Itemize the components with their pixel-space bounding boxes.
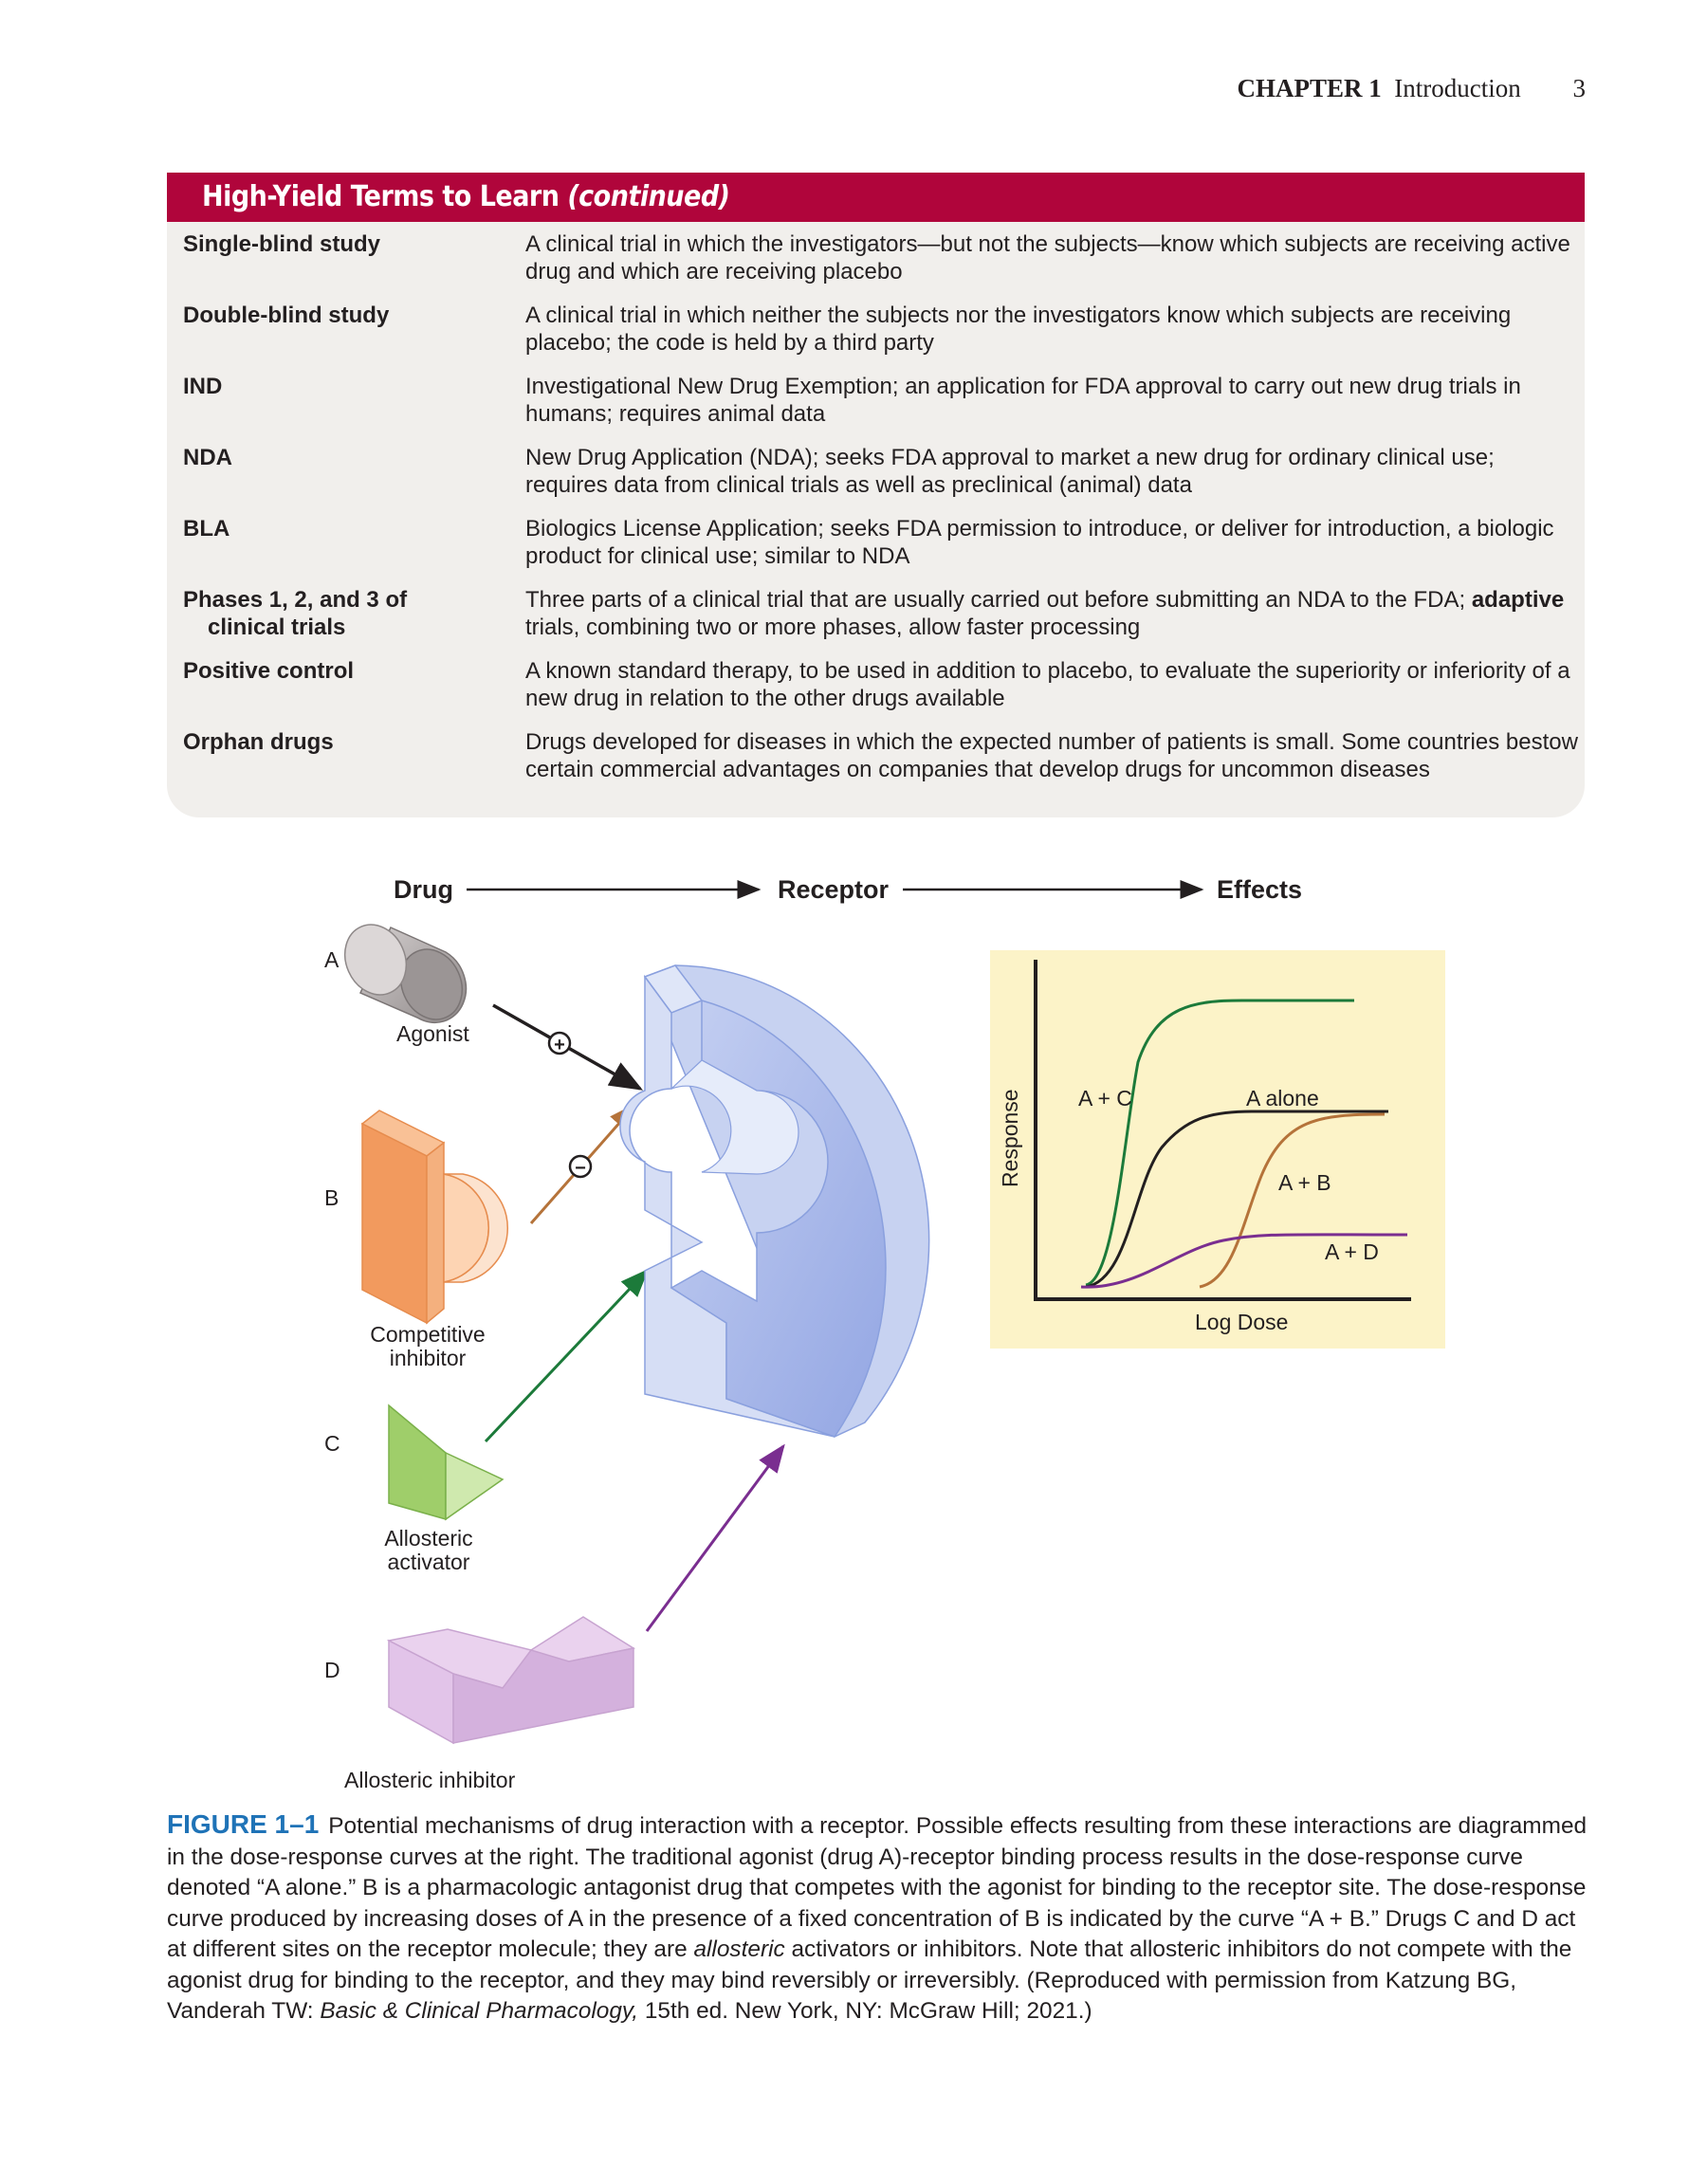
figure-1-1: Drug Receptor Effects A B C D Agonist + … (0, 853, 1707, 1802)
panel-letter-c: C (324, 1431, 340, 1456)
caption-text-2: activators or inhibitors. Note that allo… (167, 1936, 1572, 2024)
term-name: Double-blind study (183, 303, 390, 328)
caption-text-3: 15th ed. New York, NY: McGraw Hill; 2021… (638, 1998, 1092, 2024)
competitive-inhibitor-shape (360, 1110, 509, 1325)
curve-a-plus-c (1085, 999, 1354, 1287)
term-definition: A clinical trial in which neither the su… (525, 303, 1512, 356)
term-definition: Drugs developed for diseases in which th… (525, 729, 1578, 782)
term-name: Orphan drugs (183, 729, 334, 755)
term-definition-part2: trials, combining two or more phases, al… (525, 615, 1141, 640)
term-definition: Investigational New Drug Exemption; an a… (525, 374, 1521, 427)
running-header: CHAPTER 1 Introduction 3 (1238, 74, 1587, 103)
activator-label-2: activator (388, 1550, 470, 1574)
inhibitor-label: Allosteric inhibitor (344, 1768, 516, 1792)
plus-sign: + (554, 1035, 565, 1055)
curve-label-a-plus-c: A + C (1078, 1086, 1132, 1110)
term-definition: Biologics License Application; seeks FDA… (525, 516, 1554, 569)
curve-a-alone (1085, 1110, 1388, 1289)
terms-box: Single-blind study A clinical trial in w… (167, 222, 1585, 817)
chapter-label: CHAPTER 1 (1237, 74, 1382, 102)
term-definition: Three parts of a clinical trial that are… (525, 586, 1578, 641)
curve-label-a-plus-b: A + B (1278, 1170, 1331, 1195)
term-name-line2: clinical trials (208, 615, 346, 640)
graph-x-label: Log Dose (1195, 1310, 1288, 1334)
terms-box-title-suffix: (continued) (567, 180, 730, 213)
term-definition: New Drug Application (NDA); seeks FDA ap… (525, 445, 1495, 498)
term-definition-bold: adaptive (1471, 587, 1565, 613)
chapter-title: Introduction (1394, 74, 1521, 102)
figure-diagram: Drug Receptor Effects A B C D Agonist + … (324, 875, 1445, 1792)
caption-em-2: Basic & Clinical Pharmacology, (320, 1998, 639, 2024)
activator-label-1: Allosteric (384, 1526, 472, 1551)
term-name: Phases 1, 2, and 3 of clinical trials (183, 586, 505, 641)
term-definition: A clinical trial in which the investigat… (525, 231, 1570, 284)
minus-icon (568, 1154, 593, 1179)
curve-a-plus-d (1080, 1233, 1408, 1289)
competitive-label-1: Competitive (370, 1322, 485, 1347)
term-name-line1: Phases 1, 2, and 3 of (183, 587, 408, 613)
flow-drug-label: Drug (394, 875, 453, 904)
allosteric-activator-shape (388, 1404, 505, 1521)
term-name: Single-blind study (183, 231, 380, 257)
panel-letter-d: D (324, 1658, 340, 1682)
term-name: IND (183, 374, 223, 399)
competitive-label-2: inhibitor (390, 1346, 467, 1370)
term-definition-part1: Three parts of a clinical trial that are… (525, 587, 1466, 613)
term-definition: A known standard therapy, to be used in … (525, 658, 1570, 711)
receptor-shape (619, 964, 930, 1439)
caption-text-1: Potential mechanisms of drug interaction… (167, 1813, 1588, 1962)
minus-sign: − (575, 1158, 586, 1179)
plus-icon (547, 1031, 572, 1055)
graph-y-label: Response (998, 1089, 1022, 1187)
figure-label: FIGURE 1–1 (167, 1809, 320, 1839)
agonist-shape (343, 924, 468, 1024)
curve-label-a-plus-d: A + D (1325, 1239, 1379, 1264)
agonist-label: Agonist (396, 1021, 469, 1046)
page-number: 3 (1572, 74, 1587, 102)
terms-box-title: High-Yield Terms to Learn (continued) (167, 173, 1585, 222)
term-name: NDA (183, 445, 232, 470)
allosteric-inhibitor-shape (386, 1616, 635, 1745)
panel-letter-b: B (324, 1185, 339, 1210)
panel-letter-a: A (324, 947, 340, 972)
curve-a-plus-b (1199, 1112, 1386, 1289)
curve-label-a-alone: A alone (1246, 1086, 1319, 1110)
graph-background (990, 950, 1445, 1349)
flow-receptor-label: Receptor (778, 875, 890, 904)
flow-effects-label: Effects (1217, 875, 1302, 904)
term-name: BLA (183, 516, 230, 541)
term-name: Positive control (183, 658, 355, 684)
activator-arrow (484, 1268, 650, 1443)
inhibitor-arrow (645, 1443, 785, 1632)
caption-em-1: allosteric (693, 1936, 785, 1962)
terms-box-title-text: High-Yield Terms to Learn (202, 180, 560, 213)
